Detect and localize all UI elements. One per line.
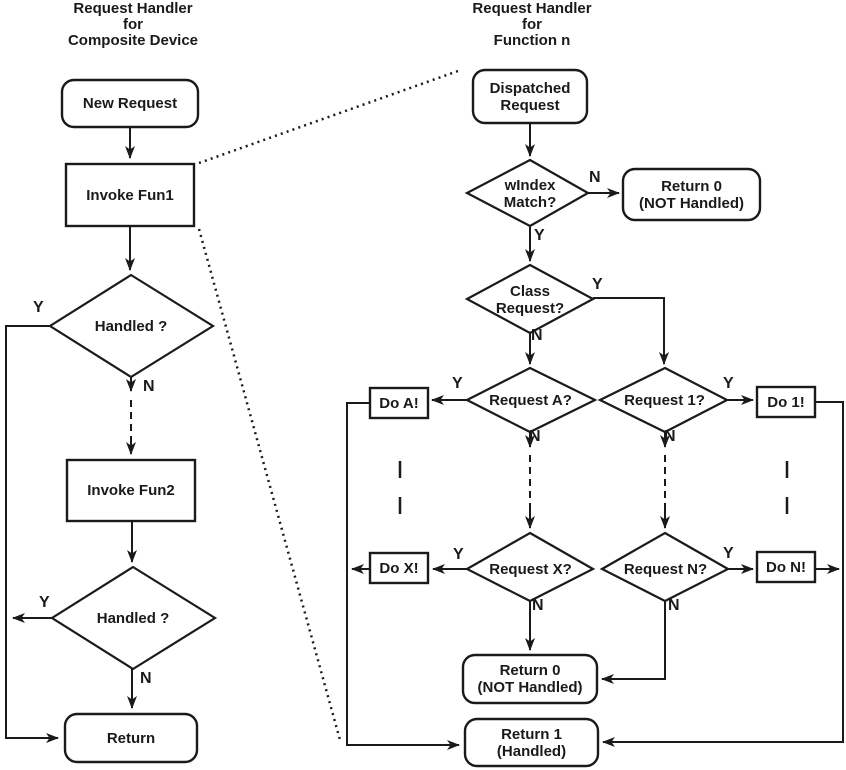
- node-do-1-shape: [755, 385, 817, 419]
- node-do-1-label: Do 1!: [767, 393, 805, 411]
- handled2-yes-label: Y: [39, 594, 50, 611]
- node-request-a-label: Request A?: [489, 391, 572, 409]
- request-n-no-label: N: [668, 597, 680, 614]
- request-x-yes-label: Y: [453, 546, 464, 563]
- edge-requestn-no-to-return0: [601, 601, 666, 684]
- right-title-line: for: [522, 16, 542, 33]
- node-handled2-shape: [49, 565, 218, 671]
- left-diagram-title: Request Handler for Composite Device: [23, 1, 243, 49]
- node-invoke-fun2-shape: [65, 458, 197, 523]
- request-n-yes-label: Y: [723, 545, 734, 562]
- node-return0-bottom-label: Return 0 (NOT Handled): [463, 655, 597, 703]
- node-return-shape: [63, 712, 199, 764]
- node-invoke-fun1-shape: [64, 162, 196, 228]
- node-do-a-label: Do A!: [379, 394, 419, 412]
- node-class-request-label: Class Request?: [470, 282, 590, 318]
- node-return0-bottom-shape: [461, 653, 599, 705]
- node-request-n-label: Request N?: [623, 560, 708, 578]
- node-return1-label: Return 1 (Handled): [465, 719, 598, 766]
- node-handled2-label: Handled ?: [96, 609, 170, 627]
- node-class-request-shape: [464, 263, 596, 335]
- edge-doa-loop-to-return1: [346, 402, 460, 750]
- request-x-no-label: N: [532, 597, 544, 614]
- node-request-x-shape: [464, 531, 596, 603]
- node-invoke-fun2-label: Invoke Fun2: [87, 482, 175, 499]
- dotted-connector-top: [198, 69, 459, 165]
- left-title-line: Request Handler: [73, 0, 193, 17]
- edge-class-yes-to-request1: [593, 297, 669, 365]
- node-request-n-shape: [599, 531, 731, 603]
- dispatched-line: Request: [500, 96, 560, 114]
- node-do-a-shape: [368, 386, 430, 420]
- windex-yes-label: Y: [534, 227, 545, 244]
- request-1-no-label: N: [664, 428, 676, 445]
- node-do-x-shape: [368, 551, 430, 585]
- node-do-n-shape: [755, 550, 817, 584]
- node-request-1-shape: [597, 366, 730, 434]
- request-a-yes-label: Y: [452, 375, 463, 392]
- node-invoke-fun1-label: Invoke Fun1: [86, 186, 174, 204]
- node-return1-shape: [463, 717, 600, 768]
- return0-top-line: (NOT Handled): [639, 194, 744, 212]
- node-dispatched-request-label: Dispatched Request: [473, 70, 587, 123]
- edge-handled1-yes-loop-to-return: [5, 325, 59, 743]
- node-handled1-shape: [47, 273, 216, 379]
- node-request-1-label: Request 1?: [624, 391, 705, 409]
- node-request-x-label: Request X?: [489, 560, 572, 578]
- return0-top-line: Return 0: [661, 177, 722, 195]
- node-return-label: Return: [106, 729, 156, 747]
- node-return0-top-label: Return 0 (NOT Handled): [623, 169, 760, 220]
- handled1-yes-label: Y: [33, 299, 44, 316]
- node-new-request-label: New Request: [82, 95, 178, 112]
- node-handled1-label: Handled ?: [94, 317, 168, 335]
- request-a-no-label: N: [529, 428, 541, 445]
- return1-line: Return 1: [501, 725, 562, 743]
- node-do-x-label: Do X!: [379, 559, 419, 577]
- node-do-n-label: Do N!: [766, 558, 806, 576]
- return0-bottom-line: Return 0: [499, 662, 561, 679]
- windex-line: wIndex: [504, 177, 556, 194]
- windex-no-label: N: [589, 169, 601, 186]
- node-return0-top-shape: [621, 167, 762, 222]
- return1-line: (Handled): [496, 742, 567, 760]
- node-windex-match-label: wIndex Match?: [470, 176, 590, 212]
- return0-bottom-line: (NOT Handled): [477, 679, 583, 696]
- left-title-line: for: [123, 16, 143, 33]
- dotted-connector-bottom: [197, 228, 342, 741]
- class-request-line: Request?: [495, 300, 565, 317]
- handled1-no-label: N: [143, 378, 155, 395]
- right-title-line: Request Handler: [472, 0, 592, 17]
- node-new-request-shape: [60, 78, 200, 129]
- right-title-line: Function n: [493, 32, 571, 49]
- node-dispatched-request-shape: [471, 68, 589, 125]
- edge-do1-loop-to-return1: [602, 401, 844, 747]
- handled2-no-label: N: [140, 670, 152, 687]
- right-diagram-title: Request Handler for Function n: [432, 1, 632, 49]
- left-title-line: Composite Device: [67, 32, 199, 49]
- windex-line: Match?: [503, 194, 557, 211]
- node-windex-match-shape: [464, 158, 591, 228]
- node-request-a-shape: [464, 366, 598, 434]
- class-request-yes-label: Y: [592, 276, 603, 293]
- class-request-no-label: N: [531, 327, 543, 344]
- request-1-yes-label: Y: [723, 375, 734, 392]
- class-request-line: Class: [509, 283, 551, 300]
- dispatched-line: Dispatched: [489, 79, 571, 97]
